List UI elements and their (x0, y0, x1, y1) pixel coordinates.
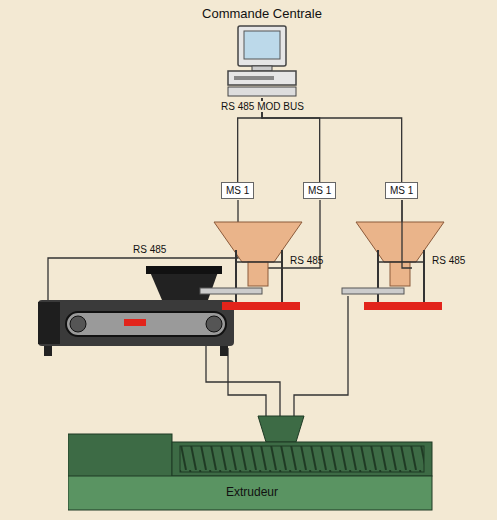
module-box: MS 1 (221, 182, 254, 199)
module-label: MS 1 (222, 183, 253, 198)
module-box: MS 1 (303, 182, 336, 199)
signal-label: RS 485 (288, 255, 325, 266)
extruder-body: Extrudeur (68, 410, 436, 512)
gravimetric-hopper (342, 222, 444, 310)
module-box: MS 1 (385, 182, 418, 199)
signal-label: RS 485 (430, 255, 467, 266)
module-label: MS 1 (386, 183, 417, 198)
module-label: MS 1 (304, 183, 335, 198)
gravimetric-hopper (200, 222, 302, 310)
central-computer: Commande Centrale (190, 4, 334, 98)
signal-label: RS 485 (131, 244, 168, 255)
computer-title: Commande Centrale (190, 6, 334, 21)
weigh-belt-feeder (38, 266, 234, 356)
bus-label: RS 485 MOD BUS (219, 101, 306, 112)
extruder-label: Extrudeur (68, 485, 436, 499)
